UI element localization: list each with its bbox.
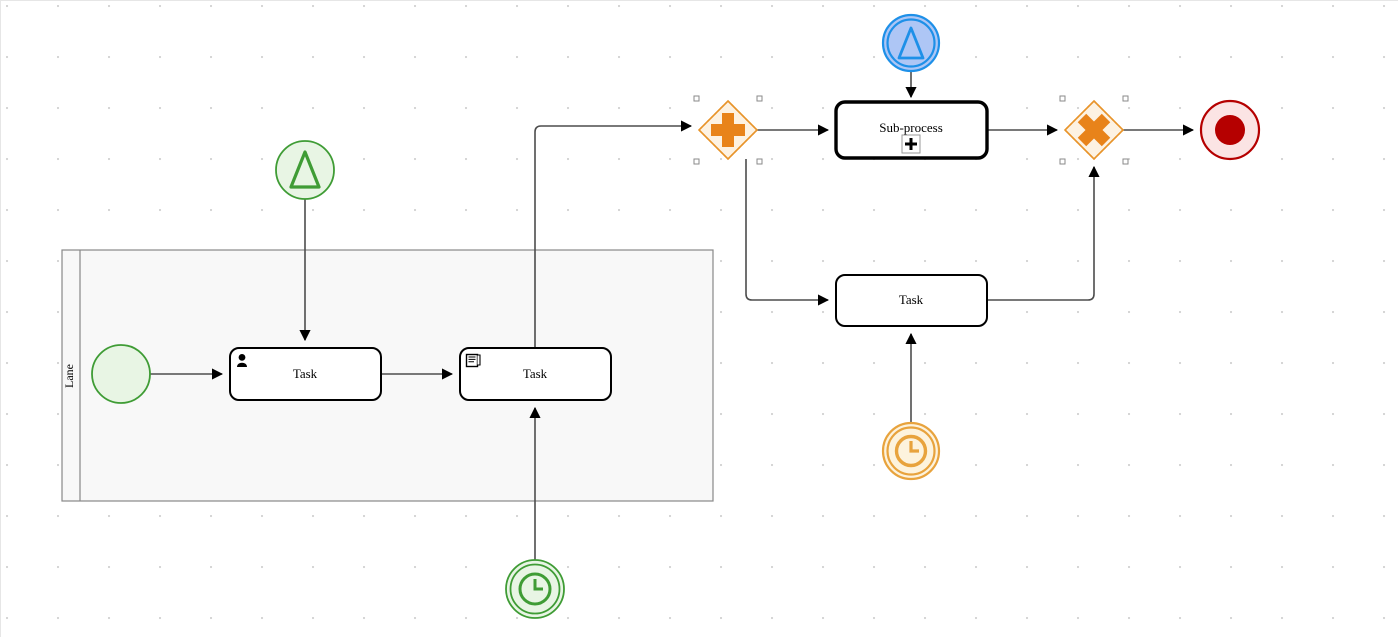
cross-icon bbox=[1077, 113, 1111, 147]
start-event-circle[interactable] bbox=[91, 344, 151, 404]
terminate-end-event[interactable] bbox=[1199, 99, 1261, 161]
plus-icon bbox=[711, 113, 745, 147]
lane-container[interactable]: Lane bbox=[61, 249, 714, 502]
lane-label: Lane bbox=[62, 364, 76, 388]
resize-handle-ne[interactable] bbox=[1122, 95, 1129, 102]
escalation-boundary-event[interactable] bbox=[881, 13, 941, 73]
parallel-gateway[interactable] bbox=[693, 95, 763, 165]
sub-process-rect[interactable] bbox=[834, 100, 989, 160]
timer-start-event-inner-circle bbox=[509, 563, 561, 615]
user-task-label: Task bbox=[293, 366, 318, 381]
lane-rect[interactable] bbox=[61, 249, 714, 502]
resize-handle-ne[interactable] bbox=[756, 95, 763, 102]
timer-boundary-inner-circle bbox=[886, 426, 936, 476]
escalation-triangle-icon bbox=[289, 150, 321, 189]
timer-clock-icon bbox=[894, 434, 928, 468]
task-right[interactable]: Task bbox=[835, 274, 988, 327]
resize-handle-se[interactable] bbox=[756, 158, 763, 165]
user-task[interactable]: Task bbox=[229, 347, 382, 401]
plus-box-icon[interactable] bbox=[901, 134, 921, 154]
timer-clock-icon bbox=[518, 572, 552, 606]
exclusive-gateway-selection-outline bbox=[1064, 100, 1124, 160]
resize-handle-sw[interactable] bbox=[1059, 158, 1066, 165]
escalation-boundary-outer-circle[interactable] bbox=[881, 13, 941, 73]
exclusive-gateway[interactable] bbox=[1059, 95, 1129, 165]
parallel-gateway-selection-outline bbox=[698, 100, 758, 160]
resize-handle-sw[interactable] bbox=[693, 158, 700, 165]
filled-dot-icon bbox=[1215, 115, 1245, 145]
user-icon bbox=[237, 354, 247, 367]
start-event[interactable] bbox=[91, 344, 151, 404]
user-task-rect[interactable] bbox=[229, 347, 382, 401]
task-right-rect[interactable] bbox=[835, 274, 988, 327]
sub-process[interactable]: Sub-process bbox=[834, 100, 989, 160]
escalation-triangle-icon bbox=[897, 26, 925, 60]
resize-handle-nw[interactable] bbox=[1059, 95, 1066, 102]
script-task[interactable]: Task bbox=[459, 347, 612, 401]
resize-handle-nw[interactable] bbox=[693, 95, 700, 102]
resize-handle-se[interactable] bbox=[1122, 158, 1129, 165]
flow-task-right-to-exclusive[interactable] bbox=[987, 165, 1100, 301]
flow-script-task-to-parallel[interactable] bbox=[534, 120, 693, 348]
escalation-start-event-circle[interactable] bbox=[275, 140, 335, 200]
timer-start-event[interactable] bbox=[505, 559, 565, 619]
sub-process-label: Sub-process bbox=[879, 120, 943, 135]
task-right-label: Task bbox=[899, 292, 924, 307]
timer-boundary-event[interactable] bbox=[881, 421, 941, 481]
script-task-label: Task bbox=[523, 366, 548, 381]
script-task-rect[interactable] bbox=[459, 347, 612, 401]
escalation-boundary-inner-circle bbox=[886, 18, 936, 68]
sequence-flows bbox=[150, 71, 1195, 560]
escalation-start-event[interactable] bbox=[275, 140, 335, 200]
script-icon bbox=[465, 353, 481, 368]
flow-parallel-to-task-right[interactable] bbox=[745, 159, 830, 306]
